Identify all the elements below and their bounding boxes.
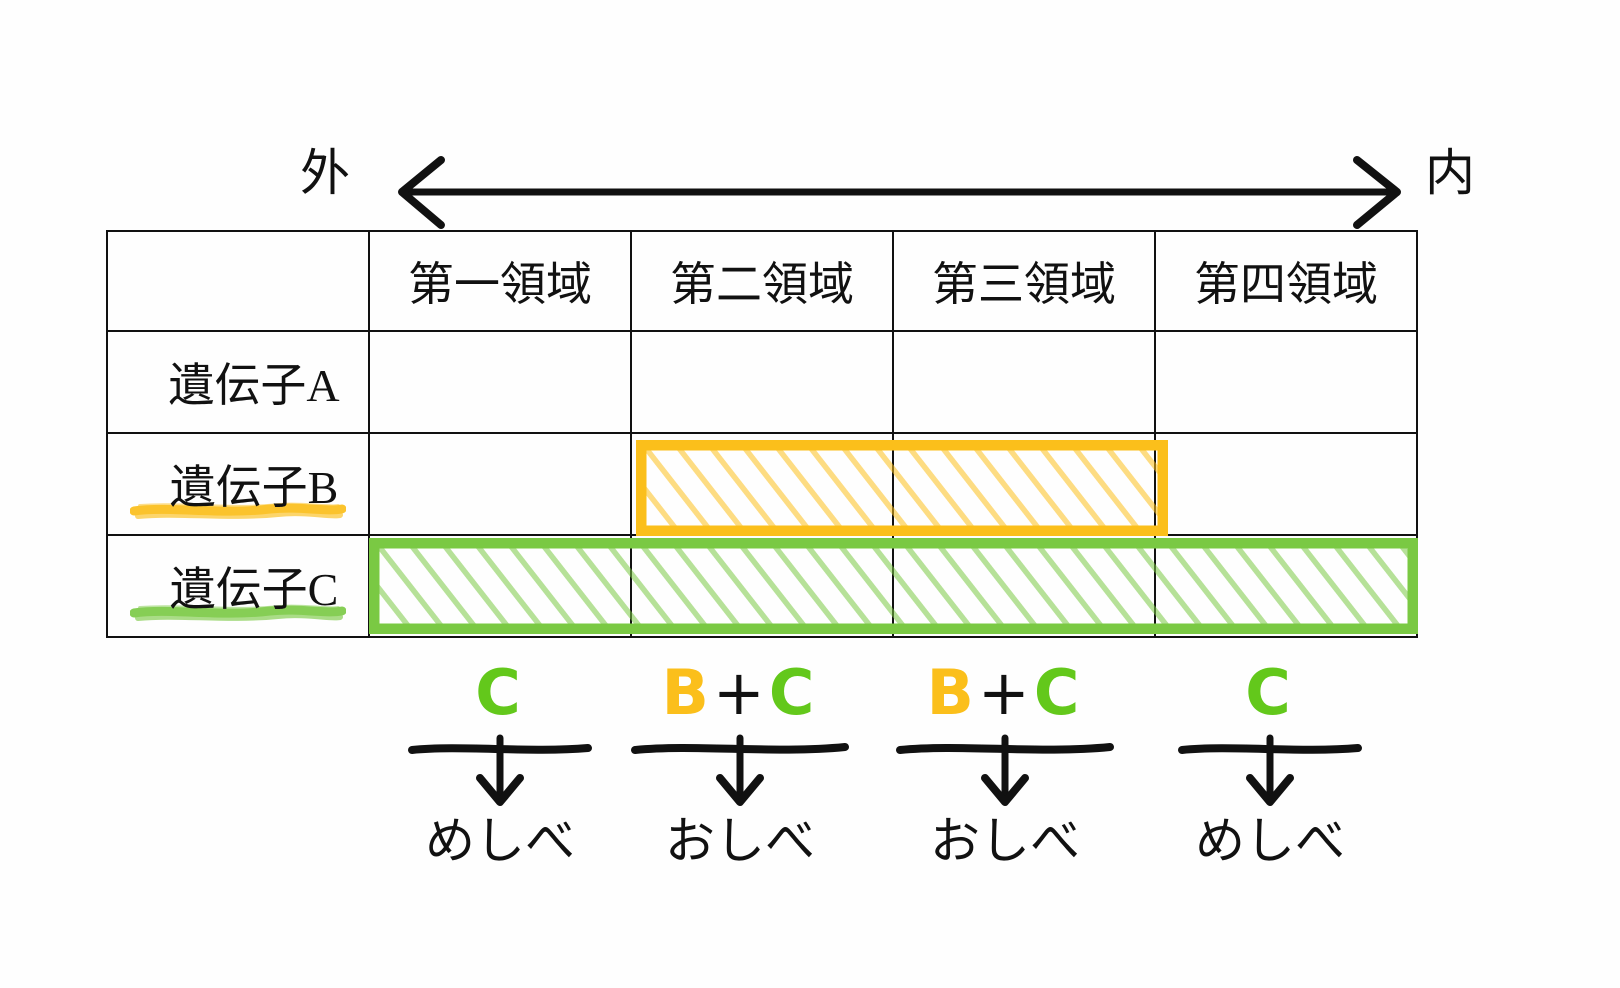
cell-gene-a-domain-4 xyxy=(1154,330,1418,434)
direction-indicator: 外 内 xyxy=(0,70,1620,229)
annotation-formula: C xyxy=(1155,660,1385,726)
plus-sign: + xyxy=(712,656,769,729)
cell-gene-c-domain-4 xyxy=(1154,534,1418,638)
cell-gene-b-domain-2 xyxy=(630,432,894,536)
annotation-organ-label: めしべ xyxy=(1195,812,1345,870)
gene-c-term: C xyxy=(768,656,819,729)
annotation-organ-label: めしべ xyxy=(425,812,575,870)
annotation-domain-3: B+C おしべ xyxy=(890,660,1120,868)
row-label-text: 遺伝子A xyxy=(168,360,340,411)
plus-sign: + xyxy=(977,656,1034,729)
annotation-formula: B+C xyxy=(625,660,855,726)
annotation-formula: B+C xyxy=(890,660,1120,726)
annotation-domain-4: C めしべ xyxy=(1155,660,1385,868)
annotation-domain-1: C めしべ xyxy=(385,660,615,868)
table-row: 遺伝子C xyxy=(106,534,1418,638)
direction-label-inner: 内 xyxy=(1425,144,1475,202)
gene-b-term: B xyxy=(661,656,713,729)
row-label-text: 遺伝子B xyxy=(169,462,339,513)
down-arrow-icon xyxy=(1178,734,1362,806)
cell-gene-c-domain-3 xyxy=(892,534,1156,638)
cell-gene-b-domain-3 xyxy=(892,432,1156,536)
down-arrow-icon xyxy=(631,734,849,806)
down-arrow-icon xyxy=(896,734,1114,806)
cell-gene-c-domain-1 xyxy=(368,534,632,638)
column-header-domain-1: 第一領域 xyxy=(368,230,632,332)
column-header-label: 第二領域 xyxy=(670,259,854,310)
column-header-label: 第三領域 xyxy=(932,259,1116,310)
table-row: 遺伝子B xyxy=(106,432,1418,536)
gene-b-term: B xyxy=(926,656,978,729)
direction-label-outer: 外 xyxy=(300,144,350,202)
row-label-gene-a: 遺伝子A xyxy=(106,330,370,434)
column-header-domain-3: 第三領域 xyxy=(892,230,1156,332)
gene-c-term: C xyxy=(1245,656,1295,729)
gene-c-term: C xyxy=(475,656,525,729)
table-corner-cell xyxy=(106,230,370,332)
double-headed-arrow-icon xyxy=(398,156,1401,229)
cell-gene-a-domain-1 xyxy=(368,330,632,434)
column-header-domain-4: 第四領域 xyxy=(1154,230,1418,332)
table-header-row: 第一領域 第二領域 第三領域 第四領域 xyxy=(106,230,1418,332)
annotation-formula: C xyxy=(385,660,615,726)
cell-gene-a-domain-3 xyxy=(892,330,1156,434)
annotation-organ-label: おしべ xyxy=(665,812,815,870)
annotation-organ-label: おしべ xyxy=(930,812,1080,870)
cell-gene-a-domain-2 xyxy=(630,330,894,434)
cell-gene-c-domain-2 xyxy=(630,534,894,638)
gene-c-term: C xyxy=(1033,656,1084,729)
down-arrow-icon xyxy=(408,734,592,806)
column-header-domain-2: 第二領域 xyxy=(630,230,894,332)
annotation-domain-2: B+C おしべ xyxy=(625,660,855,868)
cell-gene-b-domain-1 xyxy=(368,432,632,536)
cell-gene-b-domain-4 xyxy=(1154,432,1418,536)
table-row: 遺伝子A xyxy=(106,330,1418,434)
row-label-gene-b: 遺伝子B xyxy=(106,432,370,536)
column-header-label: 第四領域 xyxy=(1194,259,1378,310)
row-label-gene-c: 遺伝子C xyxy=(106,534,370,638)
column-header-label: 第一領域 xyxy=(408,259,592,310)
gene-domain-table: 第一領域 第二領域 第三領域 第四領域 遺伝子A 遺 xyxy=(106,230,1418,638)
row-label-text: 遺伝子C xyxy=(169,564,339,615)
